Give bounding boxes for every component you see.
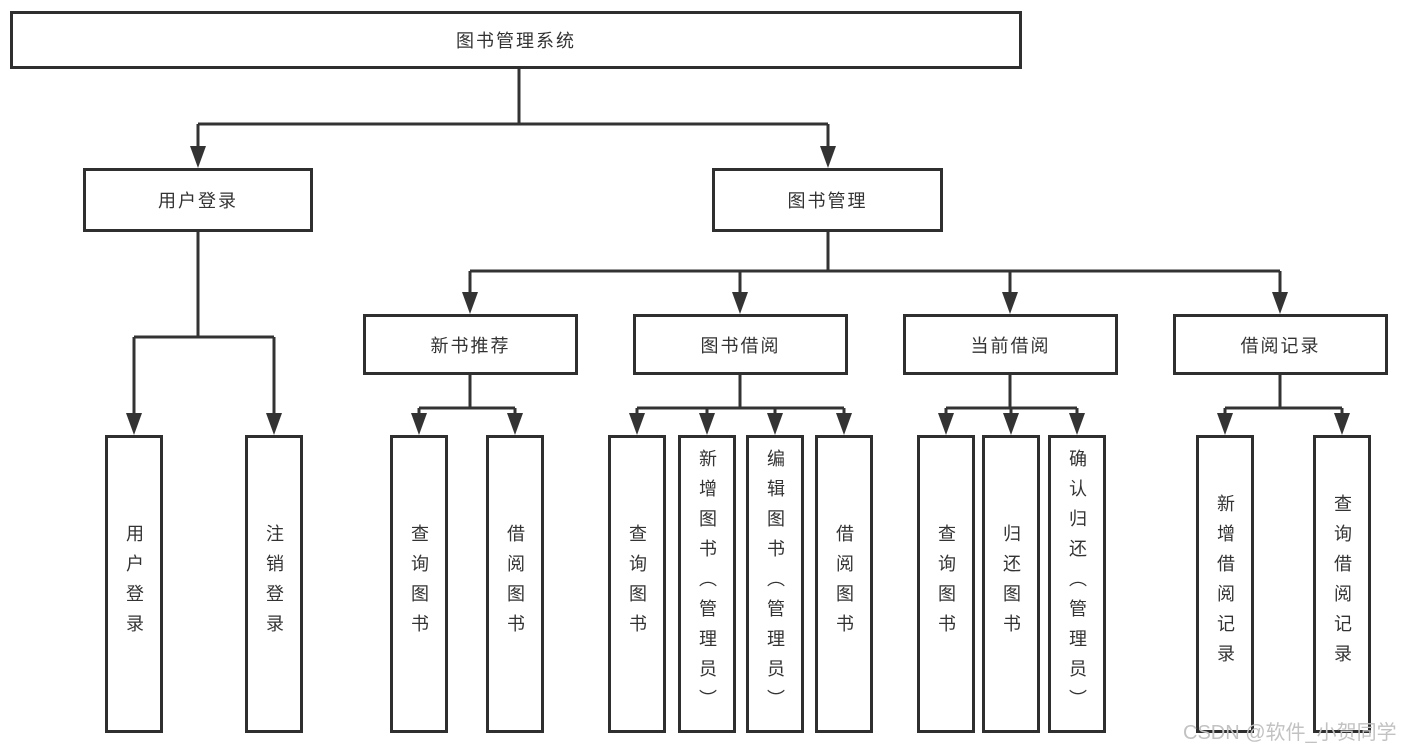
leaf-label: 新增借阅记录 [1215,494,1235,674]
node-borrow-records: 借阅记录 [1173,314,1388,375]
leaf-logout: 注销登录 [245,435,303,733]
leaf-edit-books-admin: 编辑图书（管理员） [746,435,804,733]
leaf-label: 借阅图书 [505,524,525,644]
node-label: 当前借阅 [970,335,1051,356]
leaf-label: 注销登录 [264,524,284,644]
node-new-book-recommend: 新书推荐 [363,314,578,375]
node-book-management: 图书管理 [712,168,943,232]
node-label: 图书管理 [787,191,868,211]
node-book-borrow: 图书借阅 [633,314,848,375]
node-current-borrow: 当前借阅 [903,314,1118,375]
leaf-borrow-books: 借阅图书 [486,435,544,733]
leaf-query-books: 查询图书 [390,435,448,733]
csdn-watermark: CSDN @软件_小贺同学 [1183,722,1397,744]
leaf-label: 查询图书 [409,524,429,644]
node-label: 新书推荐 [430,335,511,356]
node-label: 用户登录 [158,191,238,211]
leaf-return-books: 归还图书 [982,435,1040,733]
node-label: 图书借阅 [700,335,781,356]
leaf-label: 查询借阅记录 [1332,494,1352,674]
leaf-label: 新增图书（管理员） [697,449,717,719]
leaf-label: 查询图书 [627,524,647,644]
node-label: 图书管理系统 [456,31,576,51]
leaf-borrow-books: 借阅图书 [815,435,873,733]
leaf-user-login: 用户登录 [105,435,163,733]
leaf-query-borrow-record: 查询借阅记录 [1313,435,1371,733]
leaf-query-books: 查询图书 [917,435,975,733]
node-user-login: 用户登录 [83,168,313,232]
leaf-add-borrow-record: 新增借阅记录 [1196,435,1254,733]
leaf-confirm-return-admin: 确认归还（管理员） [1048,435,1106,733]
leaf-label: 查询图书 [936,524,956,644]
leaf-label: 用户登录 [124,524,144,644]
leaf-label: 编辑图书（管理员） [765,449,785,719]
leaf-query-books: 查询图书 [608,435,666,733]
leaf-label: 确认归还（管理员） [1067,449,1087,719]
leaf-label: 归还图书 [1001,524,1021,644]
leaf-label: 借阅图书 [834,524,854,644]
node-library-management-system: 图书管理系统 [10,11,1022,69]
leaf-add-books-admin: 新增图书（管理员） [678,435,736,733]
node-label: 借阅记录 [1240,335,1321,356]
